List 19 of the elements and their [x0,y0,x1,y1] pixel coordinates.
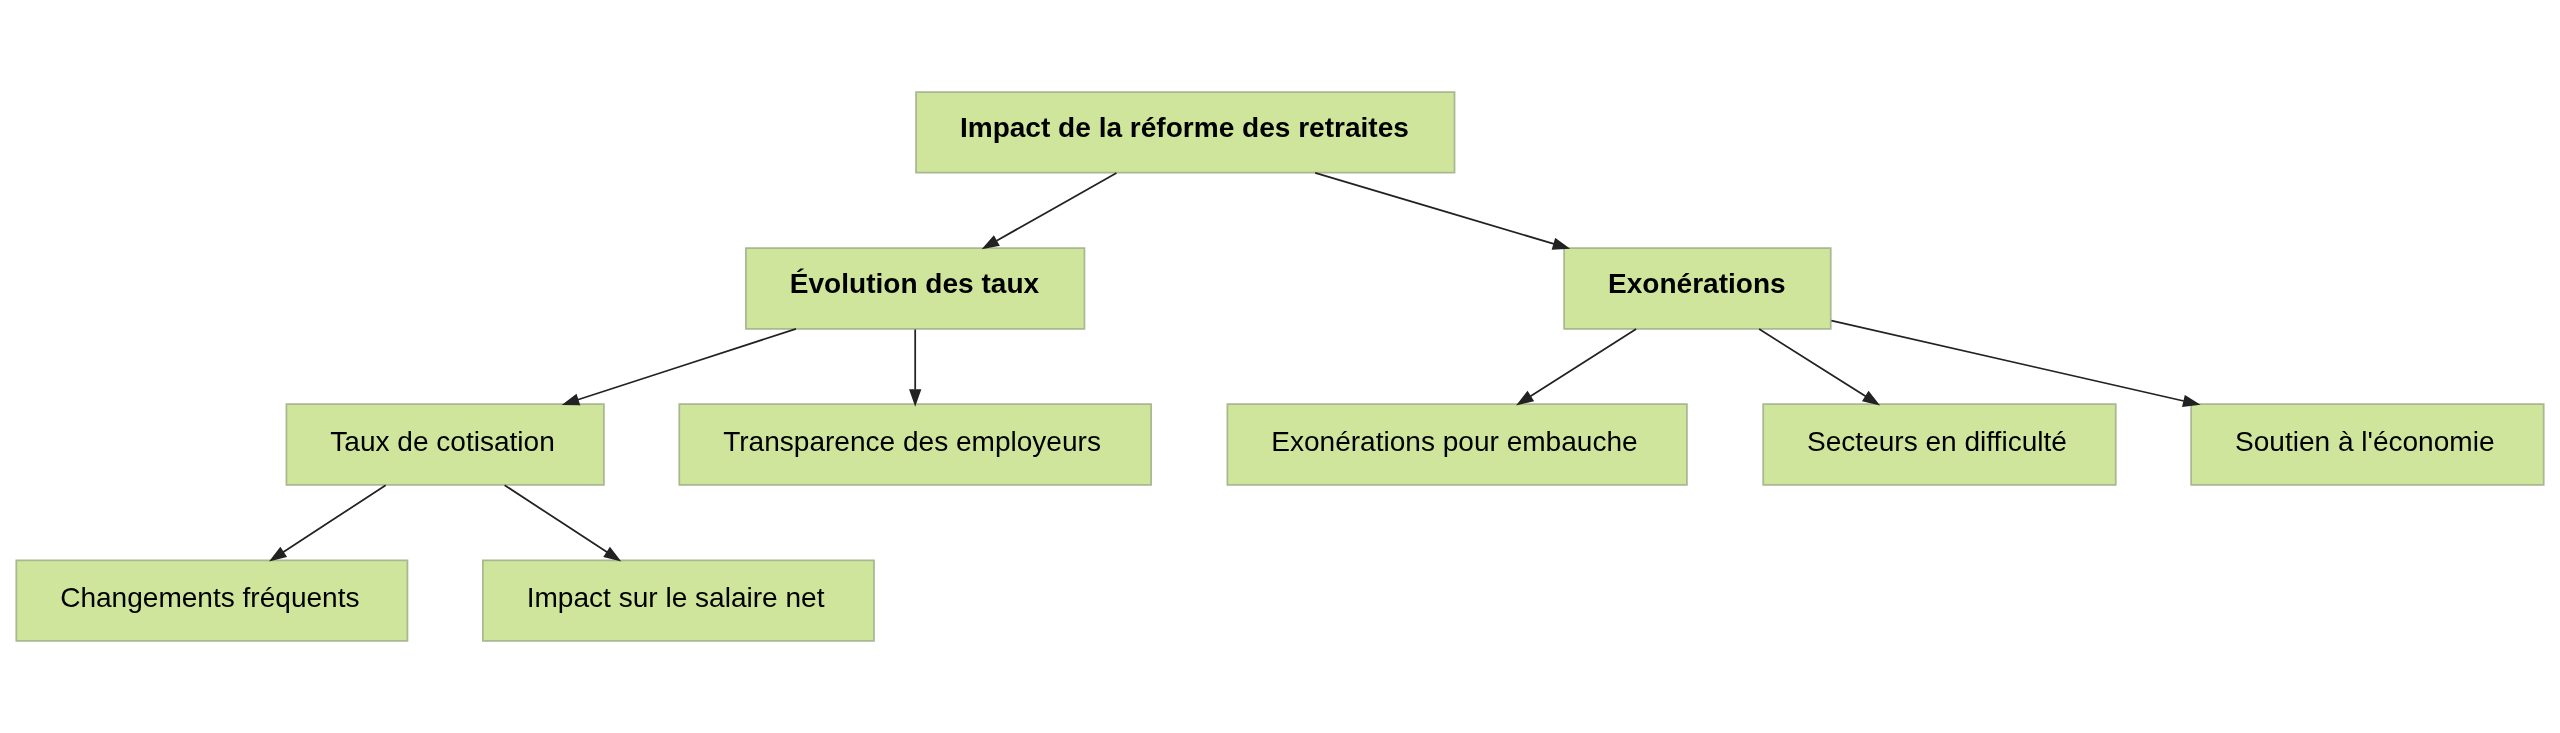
arrow [1516,328,1638,406]
node-box: Taux de cotisation [285,403,605,486]
arrow [981,172,1118,250]
arrow [909,328,922,407]
arrow [561,328,797,406]
node-box: Évolution des taux [745,247,1086,330]
node-box: Soutien à l'économie [2190,403,2545,486]
node-box: Transparence des employeurs [678,403,1152,486]
arrow [1830,319,2201,407]
arrow [269,484,387,562]
node-box: Impact de la réforme des retraites [915,91,1456,174]
node-box: Secteurs en difficulté [1762,403,2117,486]
node-box: Exonérations [1563,247,1832,330]
arrow [1314,171,1571,250]
node-box: Exonérations pour embauche [1226,403,1688,486]
node-box: Impact sur le salaire net [482,559,875,642]
node-box: Changements fréquents [15,559,409,642]
arrow [503,484,622,562]
arrow [1758,328,1881,406]
